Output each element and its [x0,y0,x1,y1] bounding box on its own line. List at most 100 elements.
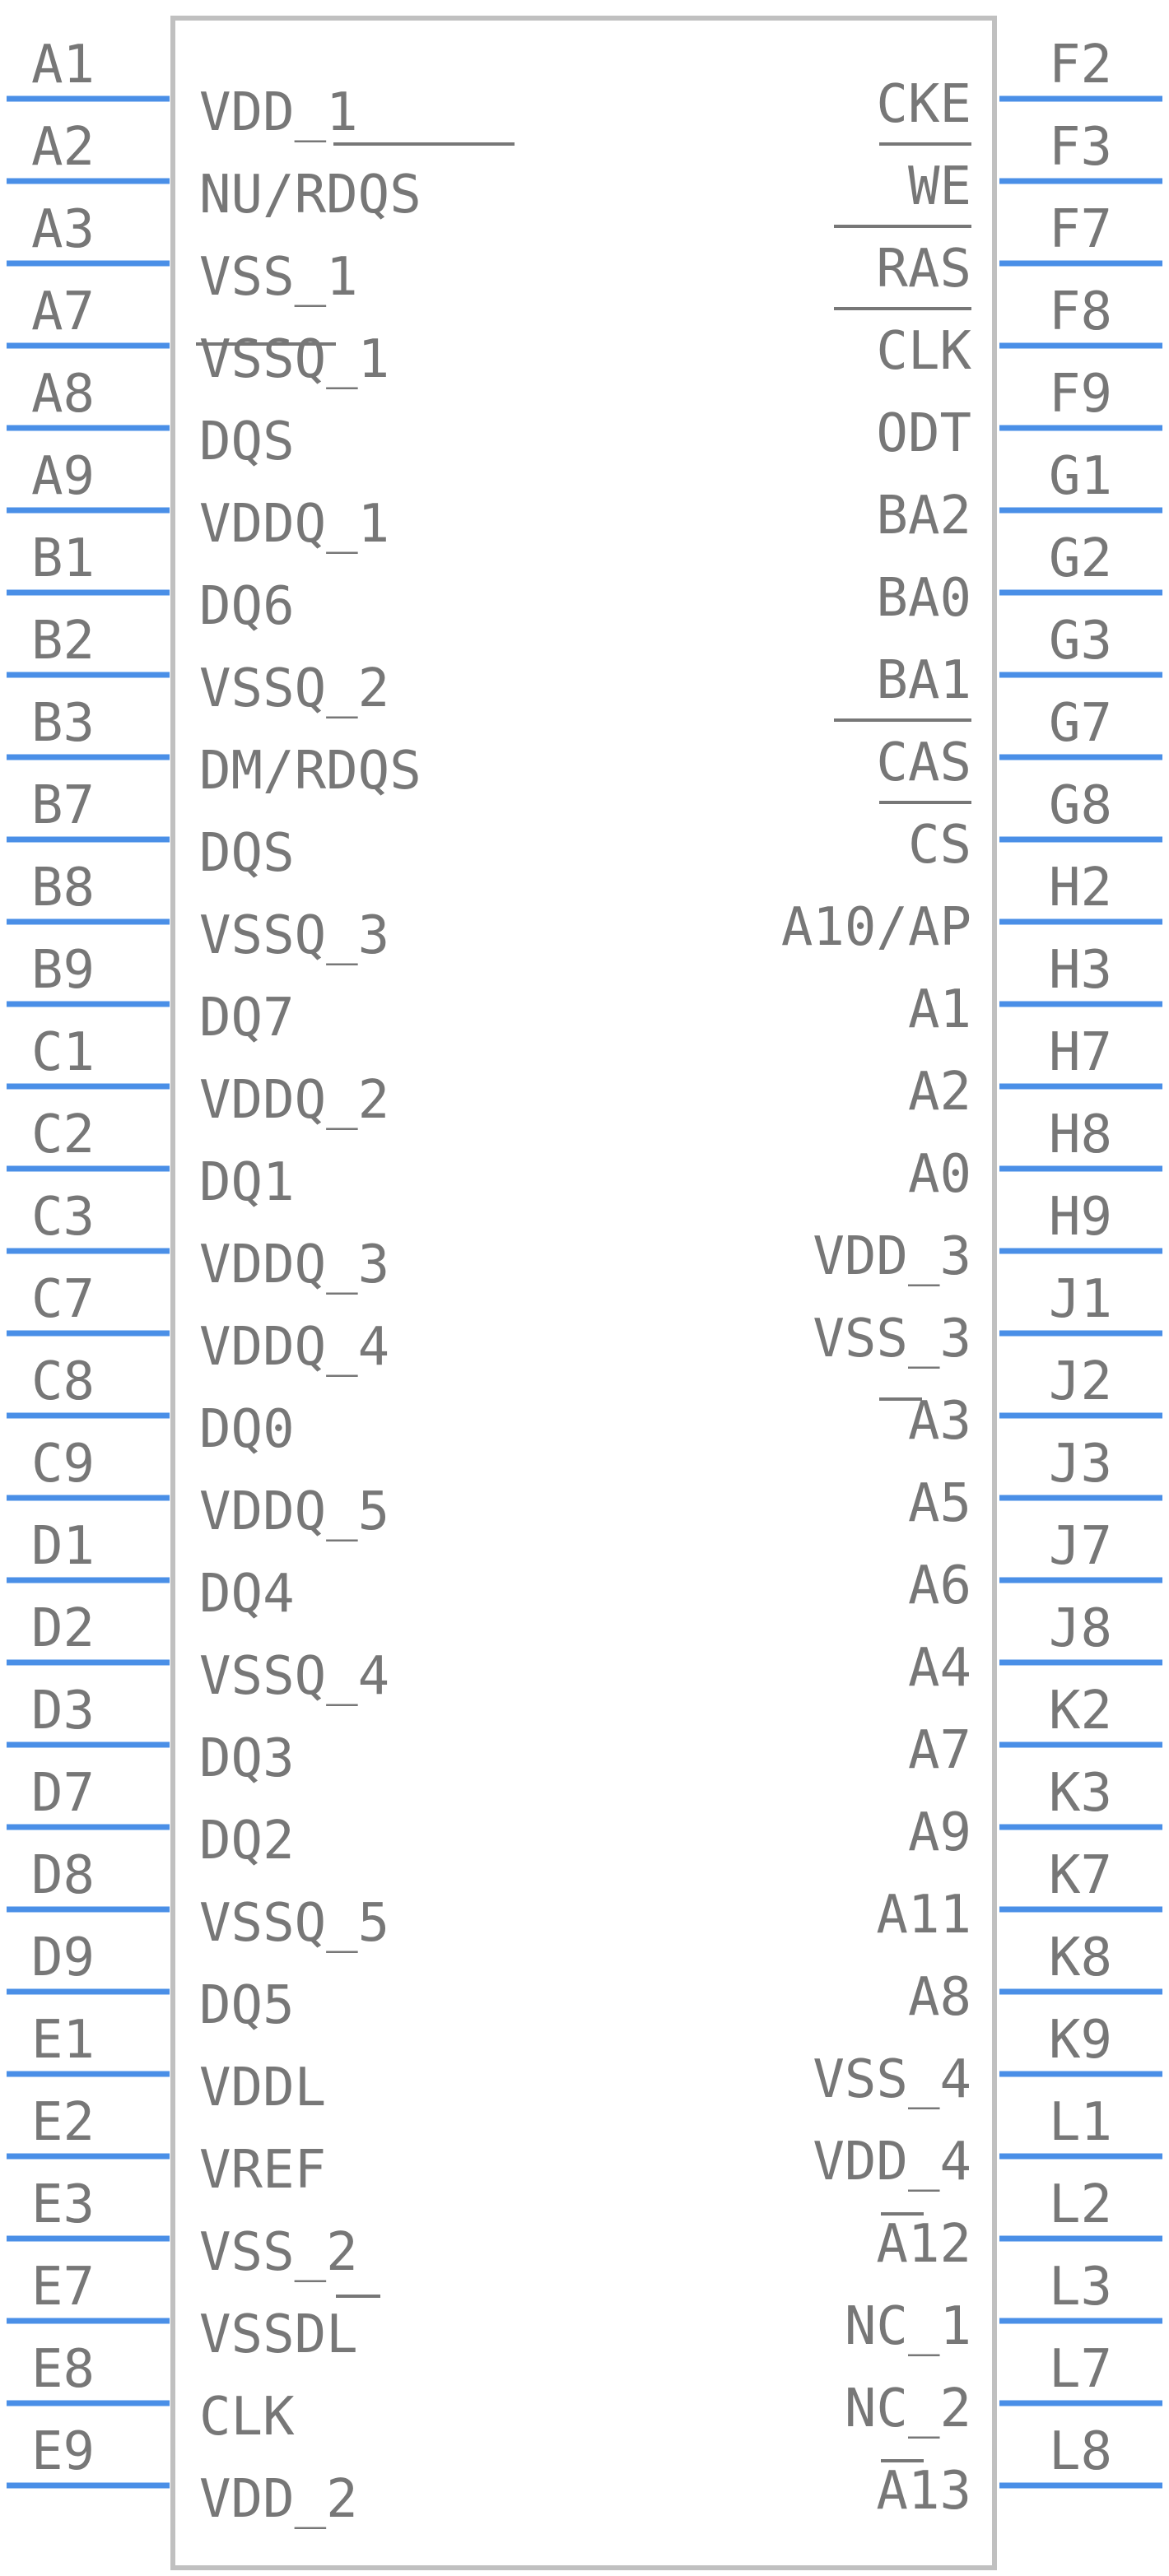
pin-name-right: ODT [876,403,971,464]
pin-name-left: VSSDL [199,2304,358,2365]
pin-name-right: A7 [908,1720,971,1781]
pin-name-right: A11 [876,1885,971,1946]
pin-number-right: J2 [1049,1351,1112,1412]
pin-number-right: J3 [1049,1434,1112,1495]
pin-number-left: D3 [31,1681,95,1741]
pin-number-right: H2 [1049,858,1112,918]
ic-body-outline [170,16,997,2570]
pin-name-left: DM/RDQS [199,741,421,802]
pin-name-right: A5 [908,1473,971,1534]
pin-name-left: DQS [199,412,295,472]
pin-number-right: H8 [1049,1104,1112,1165]
pin-number-right: G7 [1049,693,1112,754]
pin-number-left: C3 [31,1187,95,1248]
pin-name-left: VDDL [199,2058,326,2118]
pin-name-right: BA0 [876,568,971,629]
pin-number-left: A1 [31,35,95,95]
pin-number-right: F3 [1049,117,1112,178]
pin-name-right: RAS [876,239,971,300]
pin-number-left: D8 [31,1845,95,1906]
pin-number-left: A2 [31,117,95,178]
pin-name-left: VDD_1 [199,82,358,143]
pin-name-right: VSS_4 [813,2049,971,2110]
pin-number-left: C2 [31,1104,95,1165]
pin-name-right: A2 [908,1062,971,1123]
pin-name-left: DQ5 [199,1975,295,2036]
pin-name-right: A1 [908,979,971,1040]
pin-number-right: K2 [1049,1681,1112,1741]
pin-number-left: E3 [31,2174,95,2235]
pin-number-left: D9 [31,1927,95,1988]
pin-name-right: A13 [876,2461,971,2522]
pin-number-left: E8 [31,2339,95,2400]
pin-number-left: D1 [31,1516,95,1577]
pin-number-left: E2 [31,2092,95,2153]
pin-name-left: VSS_1 [199,247,358,308]
pin-number-right: J7 [1049,1516,1112,1577]
pin-number-right: K7 [1049,1845,1112,1906]
pin-number-left: C1 [31,1022,95,1083]
pin-name-right: VDD_4 [813,2132,971,2192]
pin-name-right: CLK [876,321,971,382]
pin-name-left: VSSQ_4 [199,1646,389,1707]
pin-number-left: E7 [31,2257,95,2318]
pin-number-left: C9 [31,1434,95,1495]
pin-name-right: BA1 [876,650,971,711]
pin-name-left: VSSQ_2 [199,658,389,719]
pin-number-left: A7 [31,281,95,342]
pin-number-left: B8 [31,858,95,918]
pin-name-right: CAS [876,732,971,793]
pin-name-left: NU/RDQS [199,165,421,226]
pin-name-left: VSSQ_5 [199,1893,389,1954]
pin-name-right: A8 [908,1967,971,2028]
pin-name-right: VSS_3 [813,1309,971,1369]
pin-number-right: L1 [1049,2092,1112,2153]
pin-number-right: F9 [1049,364,1112,425]
pin-number-right: L2 [1049,2174,1112,2235]
pin-name-right: A10/AP [781,897,971,958]
pin-name-left: DQ0 [199,1399,295,1460]
pin-number-right: G3 [1049,611,1112,672]
pin-number-right: G1 [1049,446,1112,507]
pin-number-right: J8 [1049,1598,1112,1659]
pin-name-right: VDD_3 [813,1226,971,1287]
pin-name-left: VDDQ_4 [199,1317,389,1378]
pin-name-left: DQS [199,823,295,884]
pin-number-left: D2 [31,1598,95,1659]
pin-number-left: B2 [31,611,95,672]
pin-name-right: A0 [908,1144,971,1205]
pin-number-left: E9 [31,2421,95,2482]
pin-group: A1VDD_1A2NU/RDQSA3VSS_1A7VSSQ_1A8DQSA9VD… [7,35,1162,2530]
overbar-group [196,142,971,2462]
pin-name-left: DQ3 [199,1728,295,1789]
pin-number-left: C7 [31,1269,95,1330]
pin-number-right: H7 [1049,1022,1112,1083]
pin-name-right: A4 [908,1638,971,1699]
pin-name-right: A3 [908,1391,971,1452]
pin-name-right: NC_2 [845,2378,971,2439]
pin-name-left: DQ1 [199,1152,295,1213]
pin-number-right: L7 [1049,2339,1112,2400]
pin-number-right: K9 [1049,2010,1112,2071]
pin-name-right: NC_1 [845,2296,971,2357]
pin-number-right: L3 [1049,2257,1112,2318]
pin-number-left: B1 [31,528,95,589]
pin-number-right: K3 [1049,1763,1112,1824]
pin-name-left: VDD_2 [199,2469,358,2530]
pin-name-left: DQ2 [199,1811,295,1872]
pin-number-right: F2 [1049,35,1112,95]
pin-name-left: VSSQ_1 [199,329,389,390]
pin-name-left: VDDQ_5 [199,1481,389,1542]
pin-name-left: VDDQ_3 [199,1235,389,1295]
pin-name-left: VDDQ_1 [199,494,389,555]
pin-number-left: A9 [31,446,95,507]
pin-number-right: F7 [1049,199,1112,260]
pin-name-left: VREF [199,2140,326,2201]
pin-number-right: K8 [1049,1927,1112,1988]
pin-name-right: A12 [876,2214,971,2275]
pin-name-right: CKE [876,74,971,135]
pin-name-left: VSS_2 [199,2222,358,2283]
pin-name-right: CS [908,815,971,876]
pin-number-right: G8 [1049,775,1112,836]
